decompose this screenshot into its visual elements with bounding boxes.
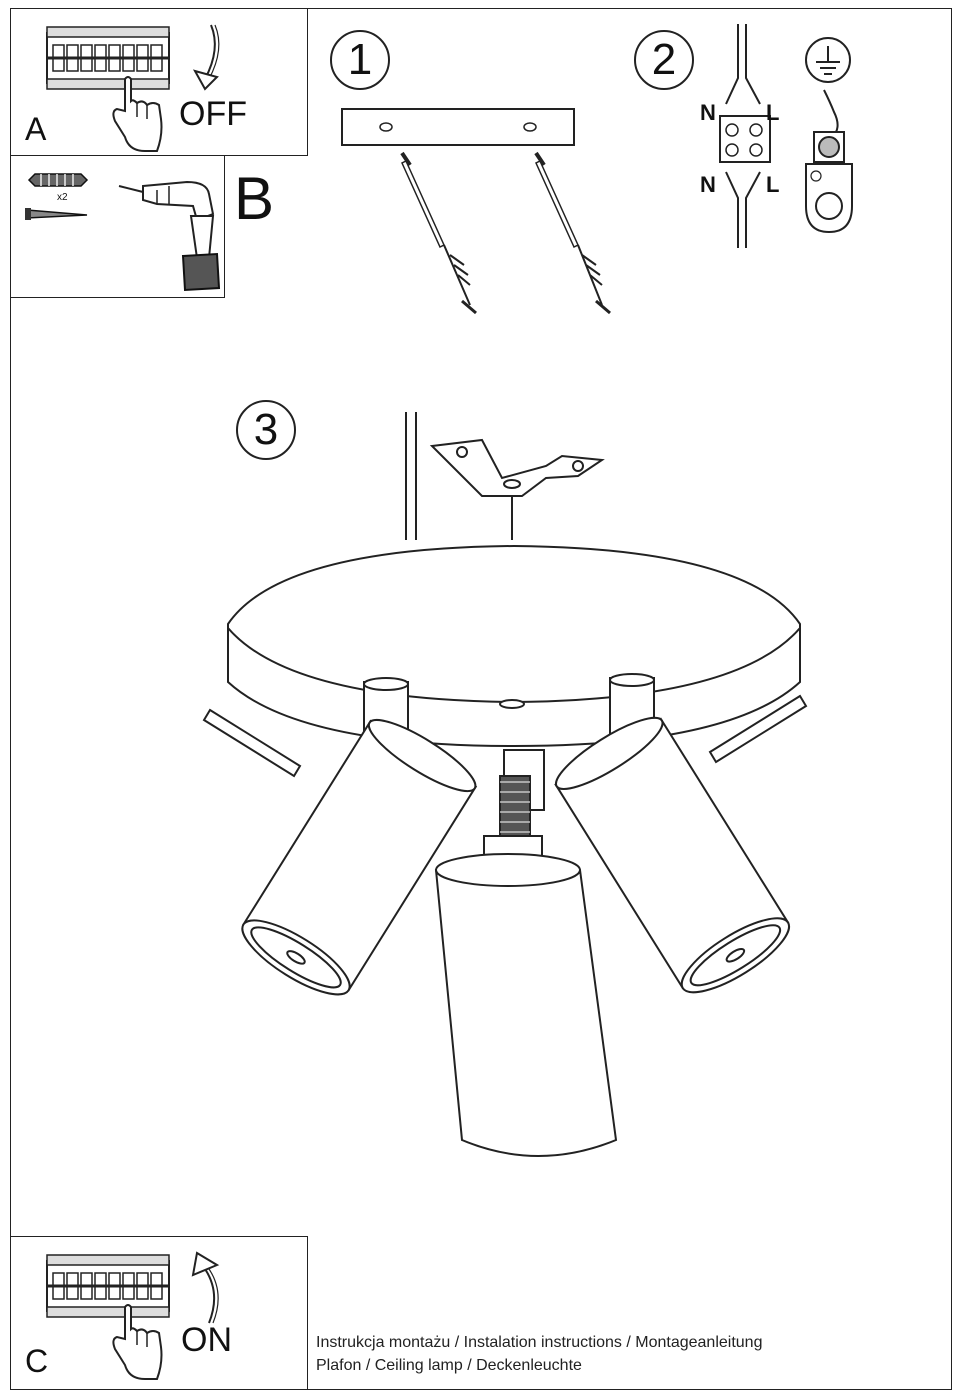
canopy-base	[228, 546, 800, 746]
breaker-panel-icon	[45, 25, 175, 95]
panel-c-action-label: ON	[181, 1321, 232, 1359]
step-2-marker: 2	[634, 30, 694, 90]
step-3-marker: 3	[236, 400, 296, 460]
panel-a-letter: A	[25, 111, 47, 147]
hand-pointer-icon	[107, 1303, 167, 1383]
ground-terminal-icon	[796, 36, 860, 236]
screw-icon	[25, 208, 91, 220]
screw-right-icon	[536, 153, 610, 313]
sheet-frame	[10, 8, 952, 1390]
right-spotlight	[548, 707, 798, 1005]
panel-c-power-on: ON C	[10, 1236, 308, 1390]
drill-icon	[117, 176, 227, 292]
arrow-down-icon	[187, 23, 227, 93]
product-name: Plafon / Ceiling lamp / Deckenleuchte	[316, 1357, 582, 1374]
mounting-plate-drilling	[340, 105, 580, 320]
panel-a-power-off: OFF A	[10, 8, 308, 156]
step-1-marker: 1	[330, 30, 390, 90]
panel-b-tools: x2	[10, 155, 225, 298]
wall-plug-icon	[27, 170, 89, 190]
ceiling-lamp-drawing	[170, 400, 830, 1180]
mounting-bracket	[432, 440, 602, 496]
screw-left-icon	[402, 153, 476, 313]
terminal-block-icon	[716, 22, 776, 250]
hand-pointer-icon	[107, 75, 167, 155]
instructions-title: Instrukcja montażu / Instalation instruc…	[316, 1334, 763, 1351]
center-spotlight	[436, 860, 616, 1156]
panel-c-letter: C	[25, 1343, 49, 1379]
breaker-panel-icon	[45, 1253, 175, 1323]
panel-b-letter: B	[234, 165, 275, 232]
wire-label-bottom-left: N	[700, 172, 716, 197]
wire-label-top-left: N	[700, 100, 716, 125]
left-spotlight	[233, 709, 483, 1007]
wire-label-bottom-right: L	[766, 172, 780, 197]
panel-a-action-label: OFF	[179, 95, 247, 133]
quantity-label: x2	[57, 192, 68, 203]
wire-label-top-right: L	[766, 100, 780, 125]
arrow-up-icon	[187, 1249, 227, 1325]
